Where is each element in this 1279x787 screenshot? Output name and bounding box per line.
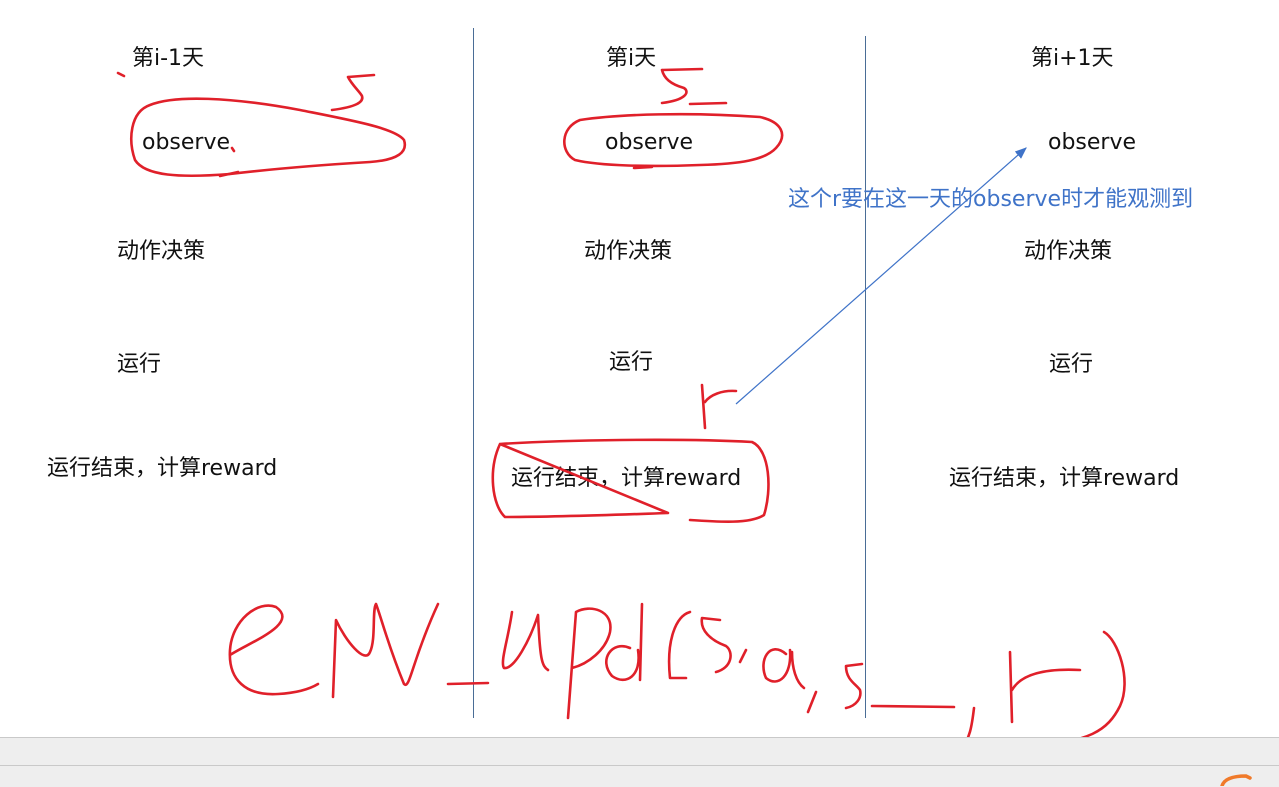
day-title-prev: 第i-1天 [132, 46, 205, 71]
ink-tick [116, 71, 126, 78]
ink-s-next-label [660, 67, 728, 106]
app-corner-icon [1220, 774, 1252, 786]
status-bar [0, 737, 1279, 787]
end-label-current: 运行结束，计算reward [511, 466, 742, 491]
run-label-next: 运行 [1049, 352, 1094, 377]
observe-label-next: observe [1048, 130, 1137, 155]
day-title-current: 第i天 [606, 46, 657, 71]
column-divider-1 [473, 28, 474, 718]
action-label-next: 动作决策 [1024, 239, 1113, 264]
run-label-current: 运行 [609, 350, 654, 375]
end-label-prev: 运行结束，计算reward [47, 456, 278, 481]
status-bar-divider [0, 765, 1279, 766]
ink-r-label [700, 383, 738, 430]
observe-label-prev: observe [142, 130, 231, 155]
ink-formula [228, 602, 1126, 752]
column-divider-2 [865, 36, 866, 718]
run-label-prev: 运行 [117, 352, 162, 377]
ink-s-label [330, 73, 376, 112]
day-title-next: 第i+1天 [1031, 46, 1114, 71]
action-label-current: 动作决策 [584, 239, 673, 264]
end-label-next: 运行结束，计算reward [949, 466, 1180, 491]
action-label-prev: 动作决策 [117, 239, 206, 264]
observe-label-current: observe [605, 130, 694, 155]
reward-annotation: 这个r要在这一天的observe时才能观测到 [788, 187, 1194, 212]
